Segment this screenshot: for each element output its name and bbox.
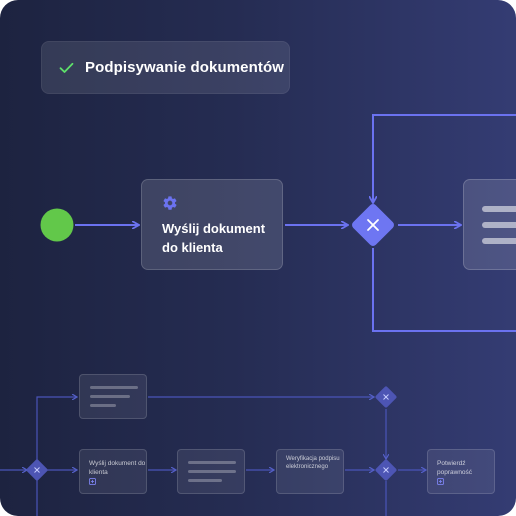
mini-task-confirm[interactable]: Potwierdź poprawność xyxy=(427,449,495,494)
mini-task-send-document[interactable]: Wyślij dokument do klienta xyxy=(79,449,147,494)
mini-task-signature-verification[interactable]: Weryfikacja podpisu elektronicznego xyxy=(276,449,344,494)
start-event-circle[interactable] xyxy=(40,208,74,242)
task-icon xyxy=(437,478,444,485)
next-task[interactable] xyxy=(463,179,516,270)
check-icon xyxy=(59,62,74,73)
mini-gateway-1[interactable] xyxy=(26,459,49,482)
mini-gateway-3[interactable] xyxy=(375,459,398,482)
close-icon xyxy=(383,467,389,473)
loop-connector-bottom xyxy=(372,248,516,332)
document-lines-icon xyxy=(482,206,516,212)
send-document-task[interactable]: Wyślij dokument do klienta xyxy=(141,179,283,270)
main-gateway[interactable] xyxy=(350,202,395,247)
gear-icon xyxy=(163,196,177,210)
close-icon xyxy=(367,219,379,231)
process-title: Podpisywanie dokumentów xyxy=(85,59,284,76)
mini-gateway-2[interactable] xyxy=(375,386,398,409)
mini-connectors xyxy=(0,397,425,516)
close-icon xyxy=(34,467,40,473)
task-icon xyxy=(89,478,96,485)
mini-task-label: Wyślij dokument do klienta xyxy=(89,460,146,476)
close-icon xyxy=(383,394,389,400)
main-connectors xyxy=(75,114,516,332)
mini-placeholder-task-middle[interactable] xyxy=(177,449,245,494)
process-title-badge: Podpisywanie dokumentów xyxy=(41,41,290,94)
loop-connector-top xyxy=(372,114,516,202)
send-document-task-label: Wyślij dokument do klienta xyxy=(162,221,266,255)
mini-task-label: Potwierdź poprawność xyxy=(437,460,473,476)
mini-task-label: Weryfikacja podpisu elektronicznego xyxy=(286,456,340,470)
mini-placeholder-task-top[interactable] xyxy=(79,374,147,419)
